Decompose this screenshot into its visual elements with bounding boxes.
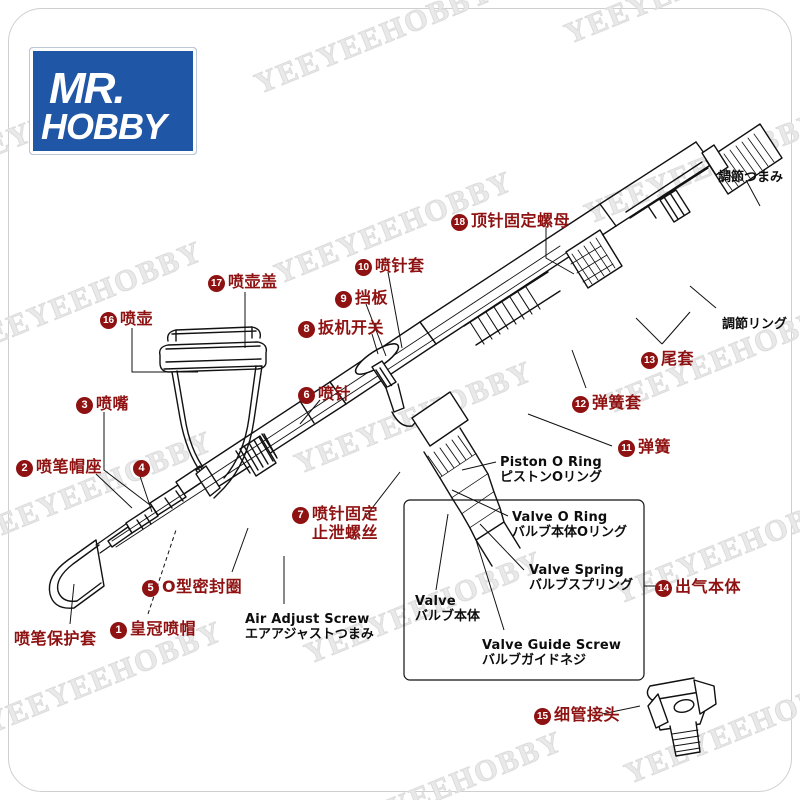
part-number-badge: 17 [208,275,225,292]
callout-japanese: バルブガイドネジ [482,653,587,669]
callout-japanese: エアアジャストつまみ [245,627,374,643]
part-label-text-line2: 止泄螺丝 [312,523,379,542]
part-number-badge: 6 [298,387,315,404]
callout-japanese: バルブ本体 [415,609,481,625]
part-number-badge: 18 [451,214,468,231]
part-label-text: 弹簧 [638,437,672,456]
part-number-badge: 12 [572,396,589,413]
part-label-text: 细管接头 [554,705,621,724]
part-label-text: 喷笔帽座 [36,457,103,476]
part-label-text: 扳机开关 [318,318,385,337]
part-number-badge: 16 [100,312,117,329]
callout-japanese: バルブ本体Oリング [512,525,628,541]
callout-english: Valve Guide Screw [482,638,622,653]
part-number-badge: 14 [655,580,672,597]
part-label-text: 弹簧套 [592,393,642,412]
callout-japanese: ピストンOリング [500,470,603,486]
svg-text:MR.: MR. [49,64,124,113]
part-number-badge: 1 [110,622,127,639]
part-label-text: 喷针固定 [312,504,379,523]
part-number-badge: 4 [133,460,150,477]
mr-hobby-logo-graphic: MR. HOBBY [33,51,193,151]
part-number-badge: 11 [618,440,635,457]
callout-english: Valve [415,594,456,609]
part-label-text: 喷针套 [375,256,425,275]
callout-japanese: バルブスプリング [529,578,634,594]
part-label-text: 挡板 [355,288,389,307]
part-label-text: 喷针 [318,384,352,403]
part-label-text: 皇冠喷帽 [130,619,197,638]
part-label-text: 喷壶 [120,309,154,328]
part-number-badge: 10 [355,259,372,276]
part-number-badge: 5 [142,580,159,597]
part-label-text: 出气本体 [675,577,742,596]
part-number-badge: 7 [292,507,309,524]
part-number-badge: 9 [335,291,352,308]
part-number-badge: 8 [298,321,315,338]
airbrush-protective-cap-label: 喷笔保护套 [14,630,97,647]
part-label-4[interactable]: 4 [133,458,153,477]
mr-hobby-logo: MR. HOBBY [29,47,197,155]
japanese-label-1: 調節つまみ [718,170,784,185]
callout-english: Air Adjust Screw [245,612,370,627]
part-label-text: 喷壶盖 [228,272,278,291]
japanese-label-2: 調節リング [722,317,788,332]
callout-english: Valve Spring [529,563,624,578]
part-number-badge: 3 [76,397,93,414]
callout-english: Valve O Ring [512,510,608,525]
part-number-badge: 15 [534,708,551,725]
part-label-text: 喷嘴 [96,394,130,413]
callout-english: Piston O Ring [500,455,602,470]
part-label-text: 喷笔保护套 [14,629,97,648]
part-label-text: 尾套 [661,349,695,368]
svg-text:HOBBY: HOBBY [41,106,170,147]
part-label-text: 顶针固定螺母 [471,211,571,230]
part-number-badge: 13 [641,352,658,369]
part-number-badge: 2 [16,460,33,477]
part-label-text: O型密封圈 [162,577,243,596]
